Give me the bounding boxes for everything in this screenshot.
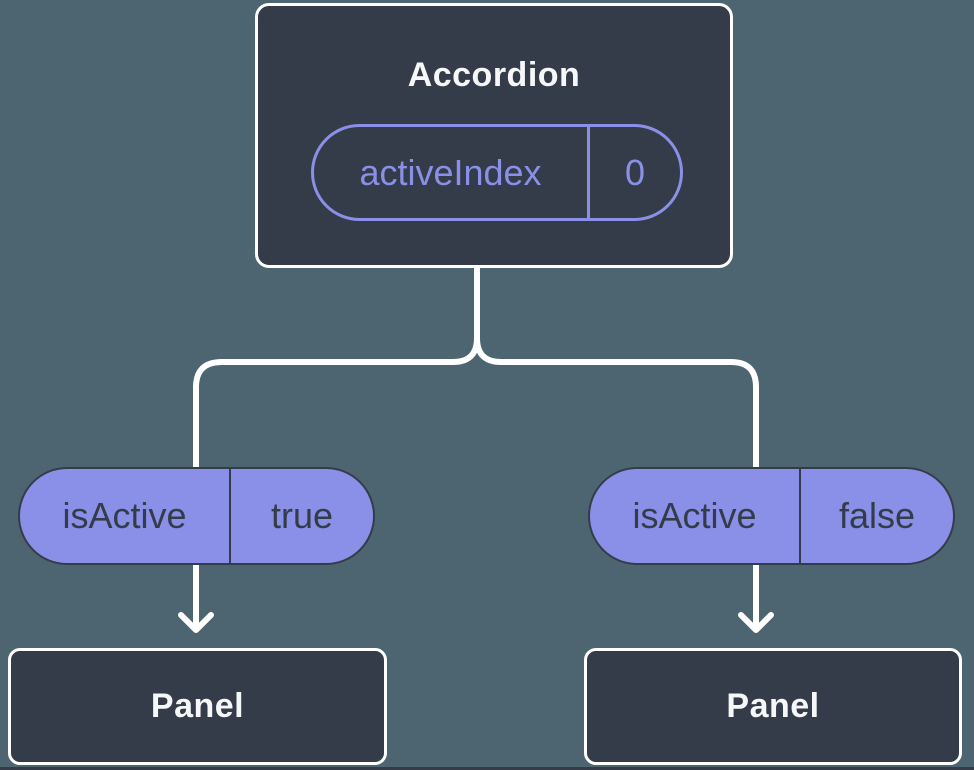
panel-title: Panel [726, 687, 820, 725]
state-pill-value: 0 [624, 151, 646, 193]
panel-title: Panel [150, 687, 245, 725]
connector-branch-right [474, 335, 759, 631]
prop-pill-value: true [270, 495, 334, 536]
panel-component-box-right: Panel [584, 648, 962, 765]
state-pill-activeindex: activeIndex 0 [311, 124, 683, 221]
accordion-component-box: Accordion activeIndex 0 [255, 3, 733, 268]
connector-branch-left [193, 335, 480, 631]
prop-pill-label: isActive [590, 469, 801, 563]
bottom-edge-strip [0, 767, 974, 770]
prop-pill-isactive-false: isActive false [588, 467, 955, 565]
prop-pill-isactive-true: isActive true [18, 467, 375, 565]
prop-pill-value: false [838, 495, 916, 536]
prop-pill-label: isActive [20, 469, 231, 563]
accordion-title: Accordion [407, 56, 581, 94]
panel-component-box-left: Panel [8, 648, 387, 765]
state-pill-label: activeIndex [314, 127, 590, 218]
arrowhead-left-icon [178, 612, 214, 633]
arrowhead-right-icon [738, 612, 774, 633]
